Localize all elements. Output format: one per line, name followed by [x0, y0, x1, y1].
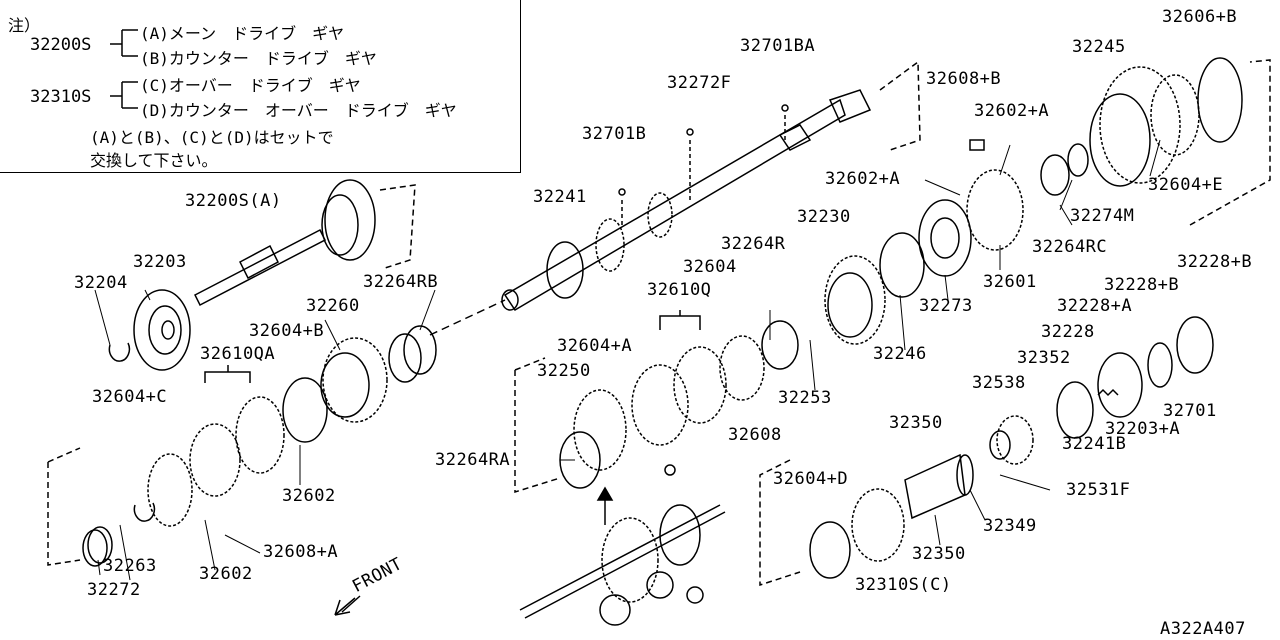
part-label[interactable]: 32264RA	[435, 450, 511, 470]
part-label[interactable]: 32260	[306, 296, 360, 316]
part-label[interactable]: 32246	[873, 344, 927, 364]
note-group2-code: 32310S	[30, 87, 92, 107]
part-label[interactable]: 32701	[1163, 401, 1217, 421]
part-label[interactable]: 32531F	[1066, 480, 1131, 500]
part-label[interactable]: 32263	[103, 556, 157, 576]
part-label[interactable]: 32602	[282, 486, 336, 506]
part-label[interactable]: 32203+A	[1105, 419, 1181, 439]
part-label[interactable]: 32349	[983, 516, 1037, 536]
part-label[interactable]: 32241	[533, 187, 587, 207]
part-label[interactable]: 32250	[537, 361, 591, 381]
note-group1-b: (B)カウンター ドライブ ギヤ	[140, 49, 377, 68]
part-label[interactable]: 32538	[972, 373, 1026, 393]
part-label[interactable]: 32352	[1017, 348, 1071, 368]
part-label[interactable]: 32272	[87, 580, 141, 600]
part-label[interactable]: 32203	[133, 252, 187, 272]
part-label[interactable]: 32245	[1072, 37, 1126, 57]
part-label[interactable]: 32264RC	[1032, 237, 1108, 257]
part-label[interactable]: 32200S(A)	[185, 191, 282, 211]
part-label[interactable]: 32608	[728, 425, 782, 445]
note-heading: 注）	[8, 16, 41, 35]
part-label[interactable]: 32274M	[1070, 206, 1135, 226]
part-label[interactable]: 32610Q	[647, 280, 712, 300]
part-label[interactable]: 32230	[797, 207, 851, 227]
part-label[interactable]: 32602+A	[974, 101, 1050, 121]
part-label[interactable]: 32264R	[721, 234, 786, 254]
main-drive-gear-part	[193, 179, 376, 307]
part-label[interactable]: 32608+B	[926, 69, 1002, 89]
note-box: 注） 32200S (A)メーン ドライブ ギヤ (B)カウンター ドライブ ギ…	[0, 0, 521, 173]
part-label[interactable]: 32228+B	[1177, 252, 1253, 272]
note-group2-d: (D)カウンター オーバー ドライブ ギヤ	[140, 101, 457, 120]
part-label[interactable]: 32310S(C)	[855, 575, 952, 595]
part-label[interactable]: 32604	[683, 257, 737, 277]
part-label[interactable]: 32701B	[582, 124, 647, 144]
part-label[interactable]: 32228	[1041, 322, 1095, 342]
note-remark-2: 交換して下さい。	[90, 151, 218, 170]
figure-id: A322A407	[1160, 619, 1246, 639]
part-label[interactable]: 32264RB	[363, 272, 439, 292]
note-group1-code: 32200S	[30, 35, 92, 55]
part-label[interactable]: 32604+E	[1148, 175, 1224, 195]
part-label[interactable]: 32610QA	[200, 344, 276, 364]
part-label[interactable]: 32204	[74, 273, 128, 293]
part-label[interactable]: 32604+B	[249, 321, 325, 341]
part-label[interactable]: 32604+C	[92, 387, 168, 407]
part-label[interactable]: 32604+A	[557, 336, 633, 356]
part-label[interactable]: 32701BA	[740, 36, 816, 56]
part-label[interactable]: 32273	[919, 296, 973, 316]
part-label[interactable]: 32606+B	[1162, 7, 1238, 27]
part-label[interactable]: 32350	[912, 544, 966, 564]
part-label[interactable]: 32602+A	[825, 169, 901, 189]
part-label[interactable]: 32272F	[667, 73, 732, 93]
note-group1-a: (A)メーン ドライブ ギヤ	[140, 24, 345, 43]
part-label[interactable]: 32241B	[1062, 434, 1127, 454]
part-label[interactable]: 32604+D	[773, 469, 849, 489]
part-label[interactable]: 32350	[889, 413, 943, 433]
part-label[interactable]: 32253	[778, 388, 832, 408]
part-label[interactable]: 32228+A	[1057, 296, 1133, 316]
note-remark-1: (A)と(B)、(C)と(D)はセットで	[90, 128, 334, 147]
counter-shaft-part	[501, 89, 872, 312]
part-label[interactable]: 32228+B	[1104, 275, 1180, 295]
part-label[interactable]: 32602	[199, 564, 253, 584]
part-label[interactable]: 32608+A	[263, 542, 339, 562]
note-group2-c: (C)オーバー ドライブ ギヤ	[140, 76, 361, 95]
part-label[interactable]: 32601	[983, 272, 1037, 292]
